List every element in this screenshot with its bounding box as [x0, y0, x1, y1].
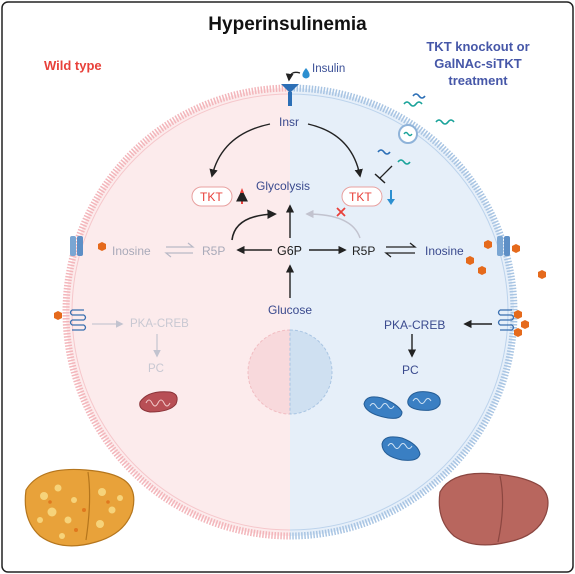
- g6p-label: G6P: [277, 244, 303, 258]
- wild-type-label: Wild type: [44, 58, 102, 73]
- insulin-droplet-icon: [302, 68, 310, 79]
- inhibition-cross-icon: [336, 207, 346, 217]
- sirna-icon: [377, 93, 455, 165]
- endocytosis-vesicle-icon: [398, 124, 418, 144]
- pc-right-label: PC: [402, 363, 419, 377]
- sirna-inhibition-line: [379, 165, 393, 179]
- knockout-label-line-3: treatment: [448, 73, 508, 88]
- hexagon-metabolite-icon: [54, 240, 546, 337]
- reversible-arrow-left: [164, 242, 195, 258]
- glycolysis-label: Glycolysis: [256, 179, 311, 193]
- insulin-binding-arrow: [285, 71, 301, 82]
- cell-wild-type-half: [62, 84, 290, 540]
- insr-to-tkt-right-arrow: [307, 123, 363, 178]
- insr-label: Insr: [279, 115, 300, 129]
- tkt-up-arrowhead: [240, 188, 244, 193]
- insr-to-tkt-left-arrow: [209, 123, 271, 178]
- tkt-down-arrowhead: [387, 199, 395, 205]
- r5p-right-label: R5P: [352, 244, 376, 258]
- tkt-wild-type-pill: [191, 186, 233, 207]
- tkt-wild-type-label: TKT: [200, 190, 223, 204]
- r5p-right-blocked-arrow: [305, 209, 361, 239]
- gpcr-icon: [69, 309, 87, 331]
- inosine-left-label: Inosine: [112, 244, 151, 258]
- r5p-left-label: R5P: [202, 244, 226, 258]
- inosine-right-label: Inosine: [425, 244, 464, 258]
- insulin-receptor-icon: [281, 84, 299, 106]
- tkt-knockout-pill: [341, 186, 383, 207]
- pka-creb-left-label: PKA-CREB: [130, 318, 189, 330]
- knockout-label-line-2: GalNAc-siTKT: [434, 56, 522, 71]
- sirna-inhibition-bar: [374, 173, 386, 184]
- mitochondrion-icon: [139, 391, 178, 413]
- knockout-label-line-1: TKT knockout or: [426, 39, 530, 54]
- figure-title: Hyperinsulinemia: [208, 14, 367, 35]
- glucose-label: Glucose: [268, 303, 313, 317]
- transporter-icon: [497, 236, 510, 256]
- r5p-left-to-glycolysis-arrow: [231, 209, 277, 241]
- liver-icon: [438, 472, 549, 546]
- mitochondrion-icon: [363, 396, 403, 419]
- pc-left-label: PC: [148, 363, 164, 375]
- tkt-knockout-label: TKT: [349, 190, 372, 204]
- mitochondrion-icon: [381, 436, 421, 461]
- gpcr-icon: [497, 309, 515, 331]
- insulin-label: Insulin: [312, 63, 346, 75]
- pka-creb-right-label: PKA-CREB: [384, 318, 446, 332]
- reversible-arrow-right: [384, 242, 417, 258]
- transporter-icon: [70, 236, 83, 256]
- liver-icon: [24, 468, 135, 547]
- knockout-label: TKT knockout or GalNAc-siTKT treatment: [393, 38, 563, 89]
- nucleus: [247, 329, 333, 415]
- mitochondrion-icon: [407, 391, 441, 411]
